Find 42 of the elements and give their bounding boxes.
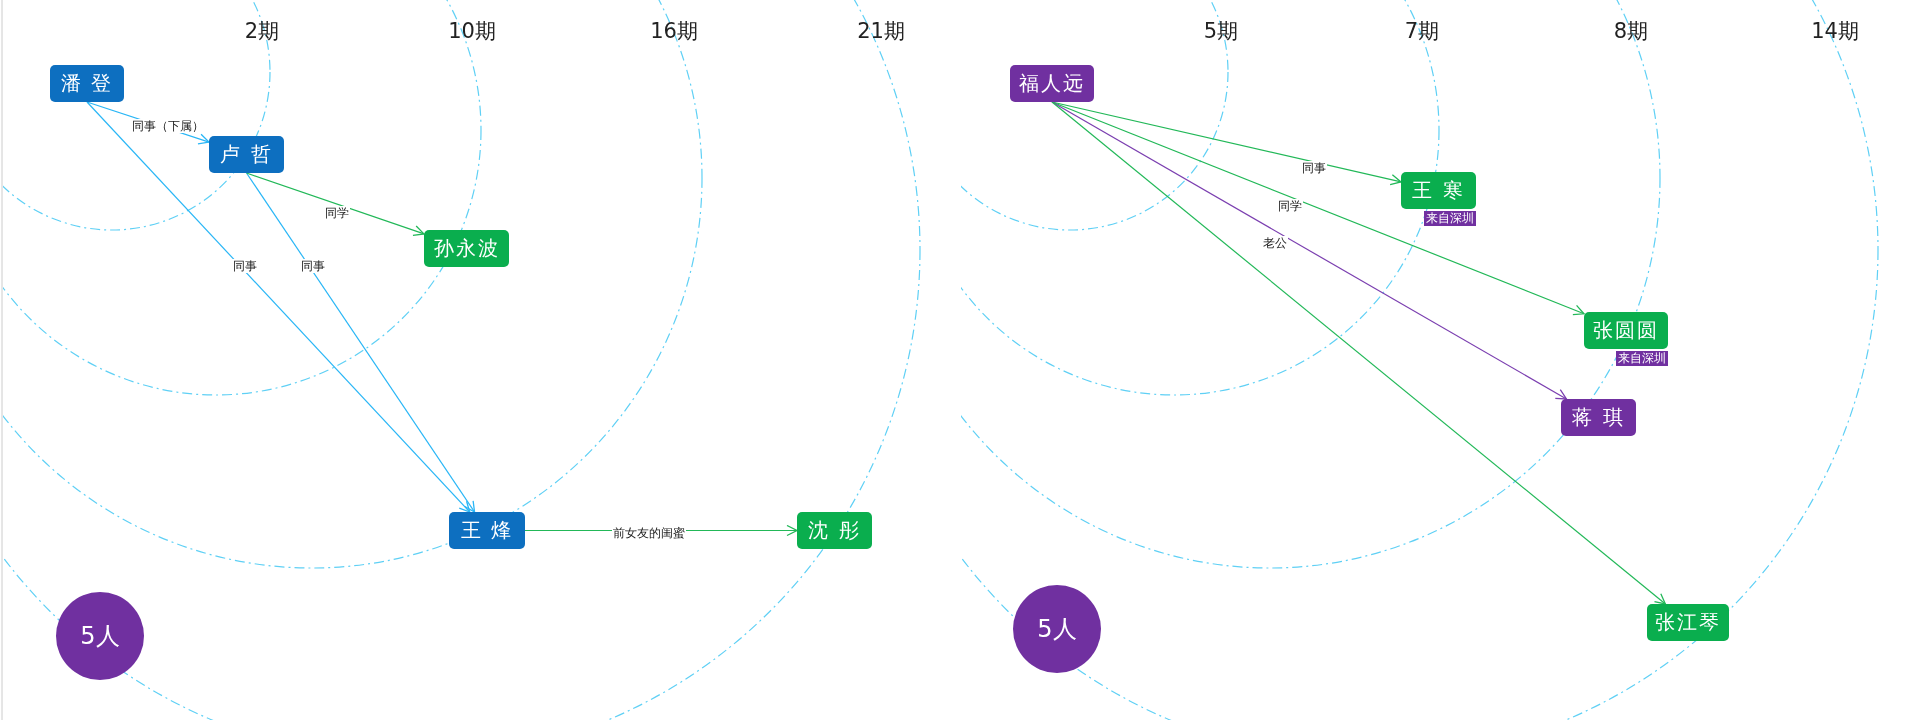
- person-name: 潘 登: [60, 70, 114, 97]
- count-text: 5人: [80, 621, 120, 652]
- person-name: 王 烽: [460, 517, 514, 544]
- person-name: 张江琴: [1655, 609, 1721, 636]
- edge-label: 同事: [1301, 161, 1327, 175]
- period-label: 5期: [1203, 18, 1239, 45]
- arrow: [1051, 101, 1667, 605]
- edge-label: 前女友的闺蜜: [612, 526, 686, 540]
- person-box: [797, 512, 872, 549]
- arrow: [245, 172, 425, 237]
- arrow: [1051, 101, 1585, 316]
- edge-label: 同学: [1277, 199, 1303, 213]
- person-name: 卢 哲: [220, 141, 273, 168]
- person-box: [50, 65, 124, 102]
- person-box: [209, 136, 284, 173]
- edge-label: 同事: [232, 259, 258, 273]
- period-label: 7期: [1404, 18, 1440, 45]
- arrow: [86, 101, 471, 513]
- person-box: [424, 230, 509, 267]
- edge-label: 同事: [300, 259, 326, 273]
- period-label: 16期: [650, 18, 698, 45]
- person-name: 沈 彤: [808, 517, 861, 544]
- person-name: 福人远: [1019, 70, 1085, 97]
- person-name: 张圆圆: [1593, 317, 1659, 344]
- period-label: 14期: [1811, 18, 1859, 45]
- person-name: 孙永波: [433, 235, 500, 262]
- period-label: 8期: [1613, 18, 1649, 45]
- period-label: 2期: [244, 18, 280, 45]
- person-name: 王 寒: [1412, 177, 1465, 204]
- person-box: [1647, 604, 1729, 641]
- person-box: [1561, 399, 1636, 436]
- count-text: 5人: [1037, 614, 1077, 645]
- origin-tag: 来自深圳: [1424, 211, 1476, 226]
- person-name: 蒋 琪: [1572, 404, 1625, 431]
- edge-label: 老公: [1262, 236, 1288, 250]
- arrow: [245, 172, 476, 513]
- edge-label: 同学: [324, 206, 350, 220]
- person-box: [449, 512, 525, 549]
- origin-tag: 来自深圳: [1616, 351, 1668, 366]
- period-label: 10期: [448, 18, 496, 45]
- period-label: 21期: [857, 18, 905, 45]
- person-box: [1010, 65, 1094, 102]
